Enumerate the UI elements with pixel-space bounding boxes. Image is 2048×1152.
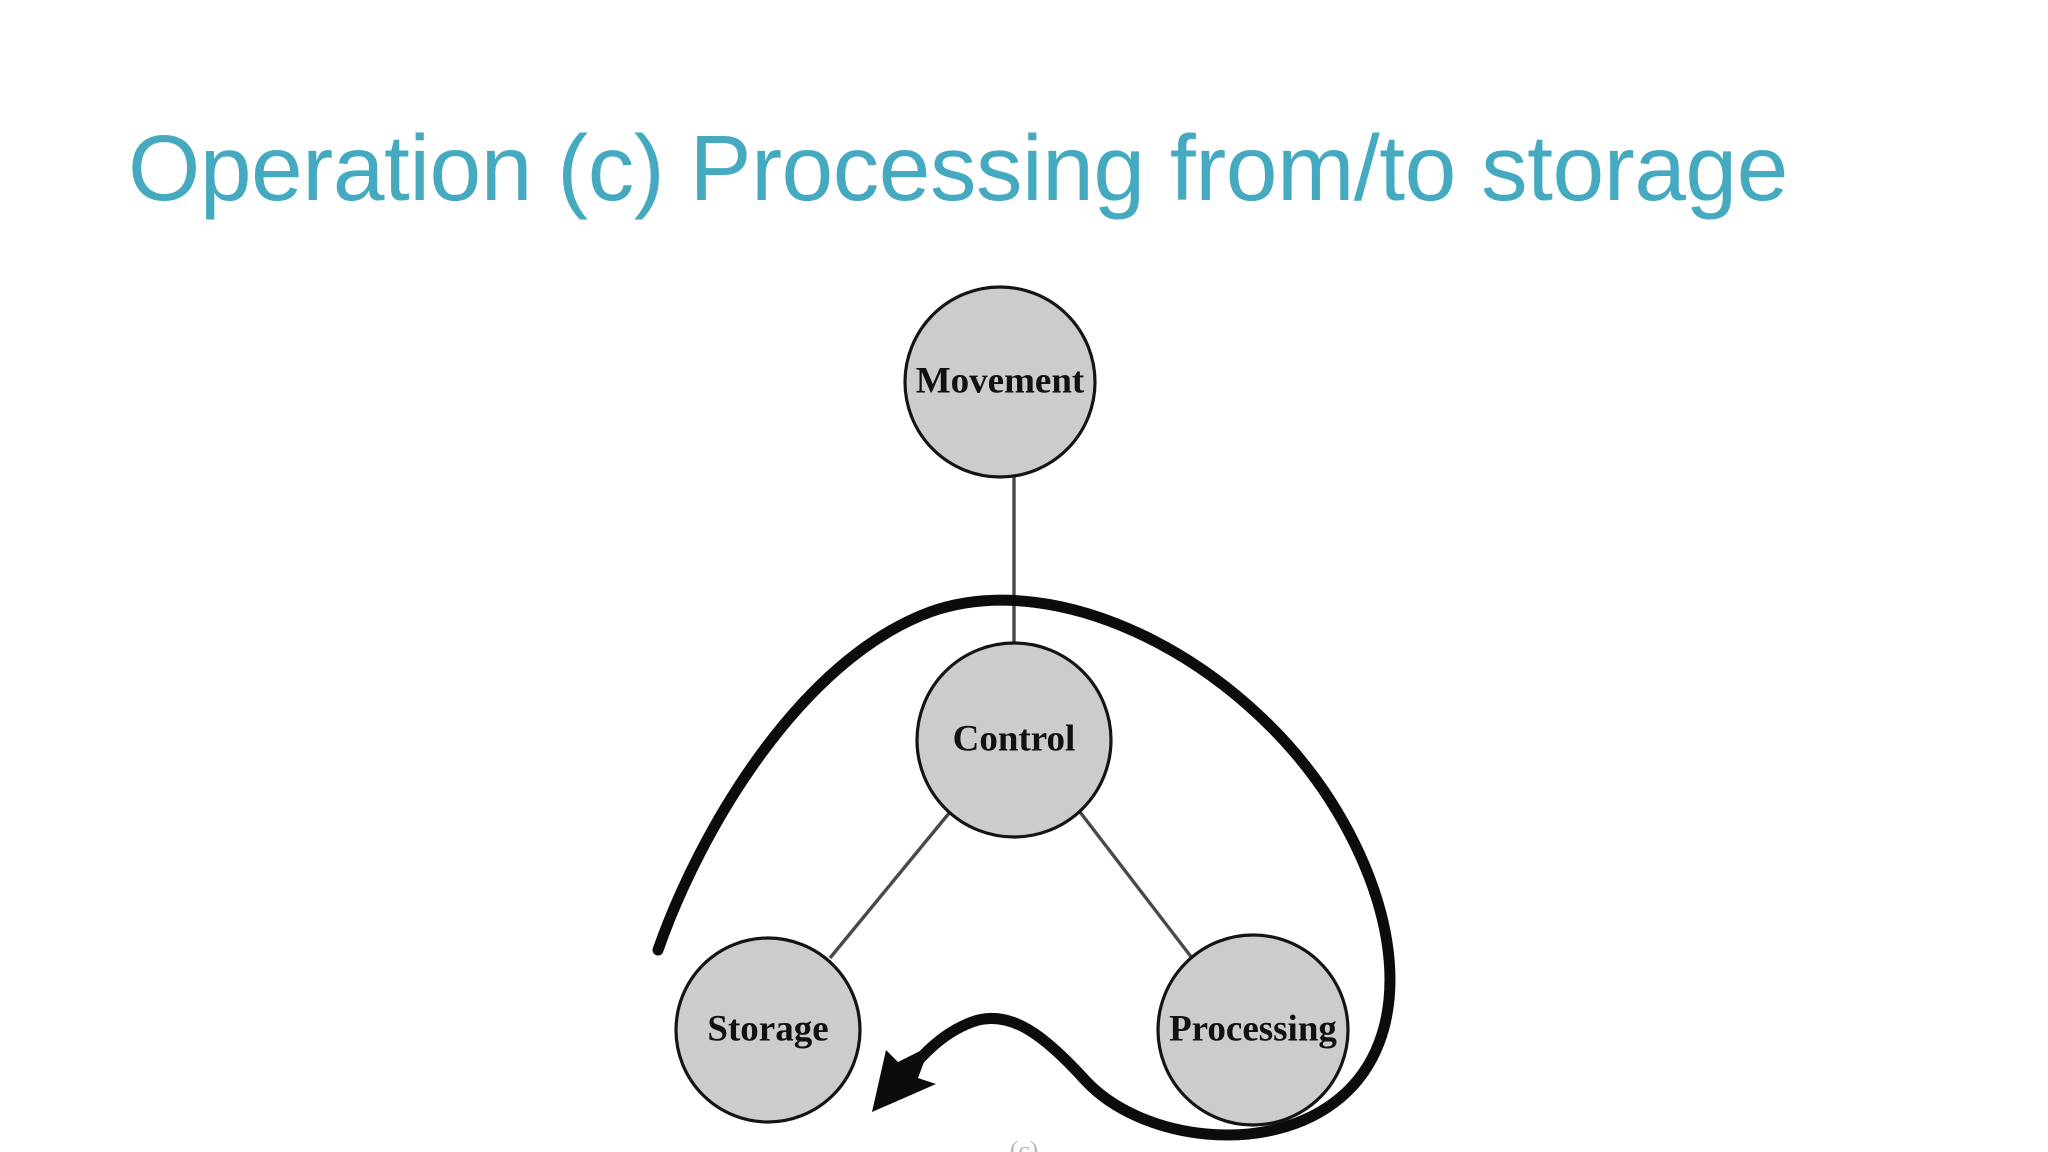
link-group (828, 470, 1194, 960)
flow-processing-to-storage (652, 594, 1396, 1141)
node-processing-circle[interactable] (1156, 933, 1350, 1127)
node-storage-circle[interactable] (674, 936, 862, 1124)
node-control[interactable]: Control (915, 641, 1113, 839)
flow-path-outer-loop (652, 594, 1396, 1141)
link-control-storage (828, 810, 952, 960)
node-processing[interactable]: Processing (1156, 933, 1350, 1127)
page-title: Operation (c) Processing from/to storage (128, 116, 1788, 220)
node-movement-circle[interactable] (903, 285, 1097, 479)
link-control-processing (1078, 810, 1194, 960)
node-control-circle[interactable] (915, 641, 1113, 839)
flow-arrowhead (872, 1046, 936, 1112)
node-movement-label: Movement (916, 360, 1085, 401)
node-control-label: Control (953, 718, 1076, 759)
node-storage-label: Storage (707, 1008, 828, 1049)
node-movement[interactable]: Movement (903, 285, 1097, 479)
node-processing-label: Processing (1169, 1008, 1337, 1049)
node-storage[interactable]: Storage (674, 936, 862, 1124)
figure-caption: (c) (1009, 1136, 1039, 1152)
